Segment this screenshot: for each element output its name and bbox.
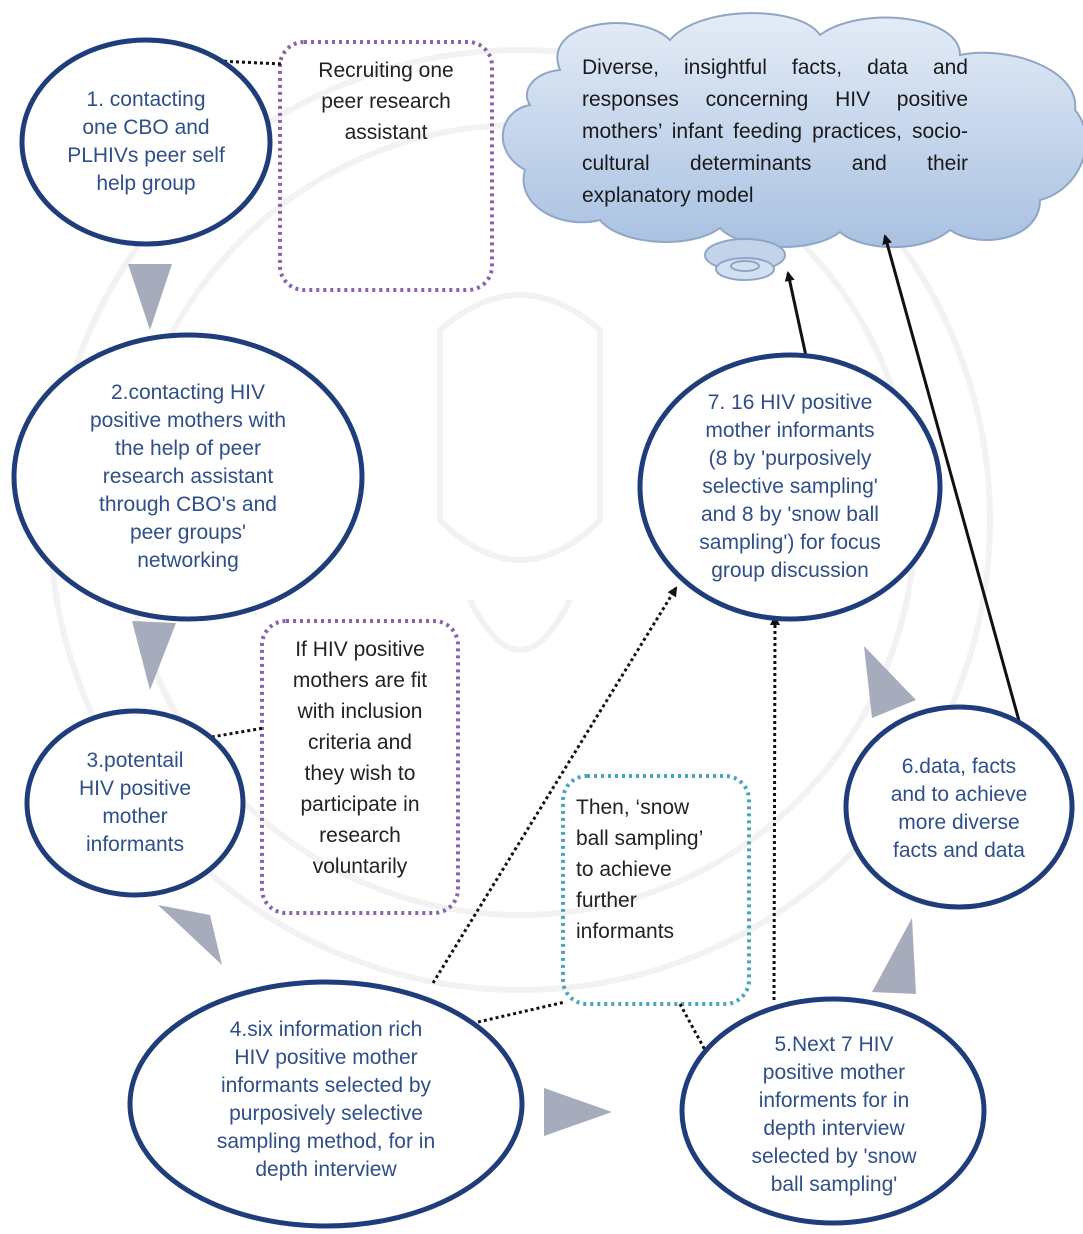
dotted-connectors [193, 59, 780, 1051]
snowball-note-text: Then, ‘snow ball sampling’ to achieve fu… [576, 796, 704, 943]
flow-arrow-6-to-7 [864, 646, 916, 718]
flow-arrow-2-to-3 [132, 621, 176, 690]
flow-arrow-1-to-2 [128, 264, 172, 330]
cloud-outcome-text: Diverse, insightful facts, data and resp… [582, 56, 968, 207]
flow-arrow-5-to-6 [872, 918, 916, 994]
step-1-ellipse [19, 37, 273, 247]
flow-arrow-4-to-5 [544, 1088, 612, 1136]
process-ellipses [11, 37, 1075, 1229]
step-6-ellipse [843, 704, 1075, 910]
flow-arrow-3-to-4 [158, 905, 222, 965]
recruit-note-text: Recruiting one peer research assistant [318, 59, 454, 144]
solid-arrows [784, 234, 1023, 729]
step-2-label: 2.contacting HIV positive mothers with t… [89, 381, 287, 572]
step-6-label: 6.data, facts and to achieve more divers… [890, 755, 1028, 862]
step-7-ellipse [637, 352, 943, 622]
step-3-label: 3.potentail HIV positive mother informan… [78, 749, 192, 856]
step-2-ellipse [11, 332, 365, 622]
step-5-ellipse [679, 996, 987, 1226]
inclusion-note-box [260, 619, 460, 915]
flow-triangles [128, 264, 916, 1136]
step-4-label: 4.six information rich HIV positive moth… [216, 1018, 436, 1181]
recruit-note-box [278, 40, 494, 292]
step-5-label: 5.Next 7 HIV positive mother informents … [751, 1033, 917, 1196]
step-4-ellipse [127, 979, 525, 1229]
inclusion-note-text: If HIV positive mothers are fit with inc… [292, 638, 428, 878]
step-7-label: 7. 16 HIV positive mother informants (8 … [699, 391, 881, 582]
snowball-note-box [561, 774, 751, 1006]
step-3-ellipse [24, 708, 246, 898]
outcome-cloud [501, 12, 1083, 281]
step-1-label: 1. contacting one CBO and PLHIVs peer se… [67, 88, 225, 195]
